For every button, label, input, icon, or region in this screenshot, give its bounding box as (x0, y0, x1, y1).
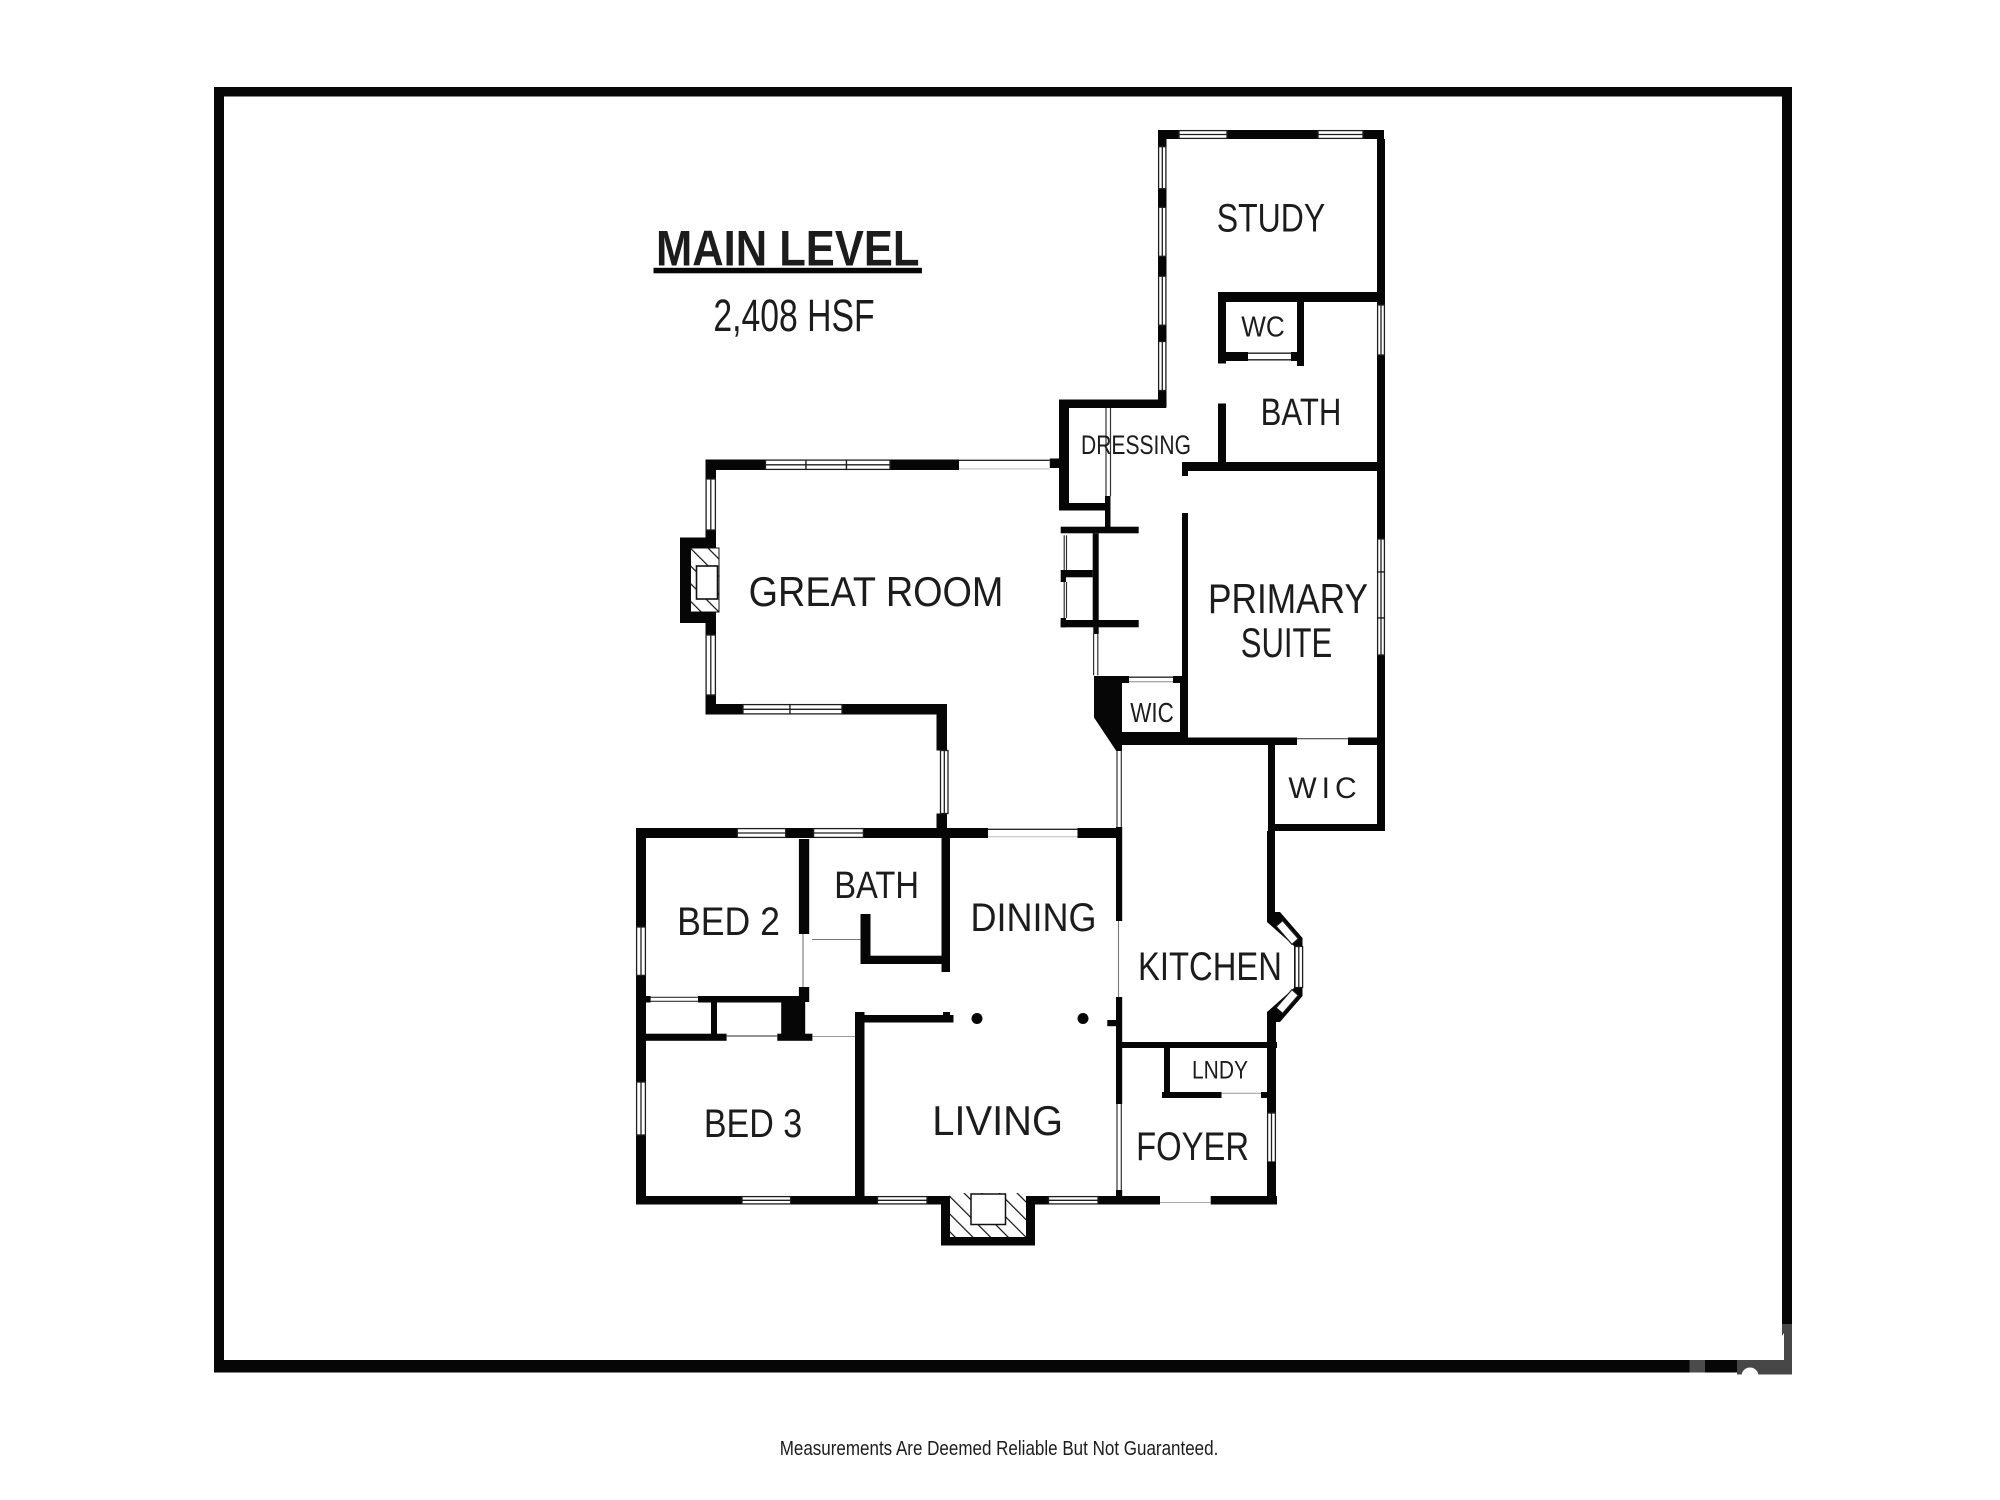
svg-text:WC: WC (1241, 310, 1284, 343)
svg-text:BATH: BATH (1261, 392, 1342, 434)
svg-text:PRIMARY: PRIMARY (1208, 576, 1368, 623)
svg-text:Measurements Are Deemed Reliab: Measurements Are Deemed Reliable But Not… (780, 1437, 1219, 1460)
svg-text:DRESSING: DRESSING (1081, 431, 1191, 461)
svg-text:2,408 HSF: 2,408 HSF (713, 291, 874, 341)
svg-text:WIC: WIC (1130, 698, 1174, 729)
svg-text:BED 2: BED 2 (677, 900, 780, 944)
svg-text:GREAT ROOM: GREAT ROOM (749, 569, 1004, 615)
svg-text:SUITE: SUITE (1241, 619, 1333, 666)
svg-text:LIVING: LIVING (932, 1097, 1063, 1144)
svg-text:FOYER: FOYER (1136, 1124, 1249, 1169)
svg-text:LNDY: LNDY (1192, 1056, 1248, 1084)
svg-text:KITCHEN: KITCHEN (1138, 944, 1282, 989)
svg-text:DINING: DINING (971, 896, 1097, 940)
svg-text:MAIN LEVEL: MAIN LEVEL (656, 221, 919, 276)
svg-text:STUDY: STUDY (1217, 195, 1325, 240)
svg-text:WIC: WIC (1288, 772, 1361, 805)
svg-text:BED 3: BED 3 (704, 1100, 802, 1145)
svg-text:BATH: BATH (834, 864, 919, 907)
